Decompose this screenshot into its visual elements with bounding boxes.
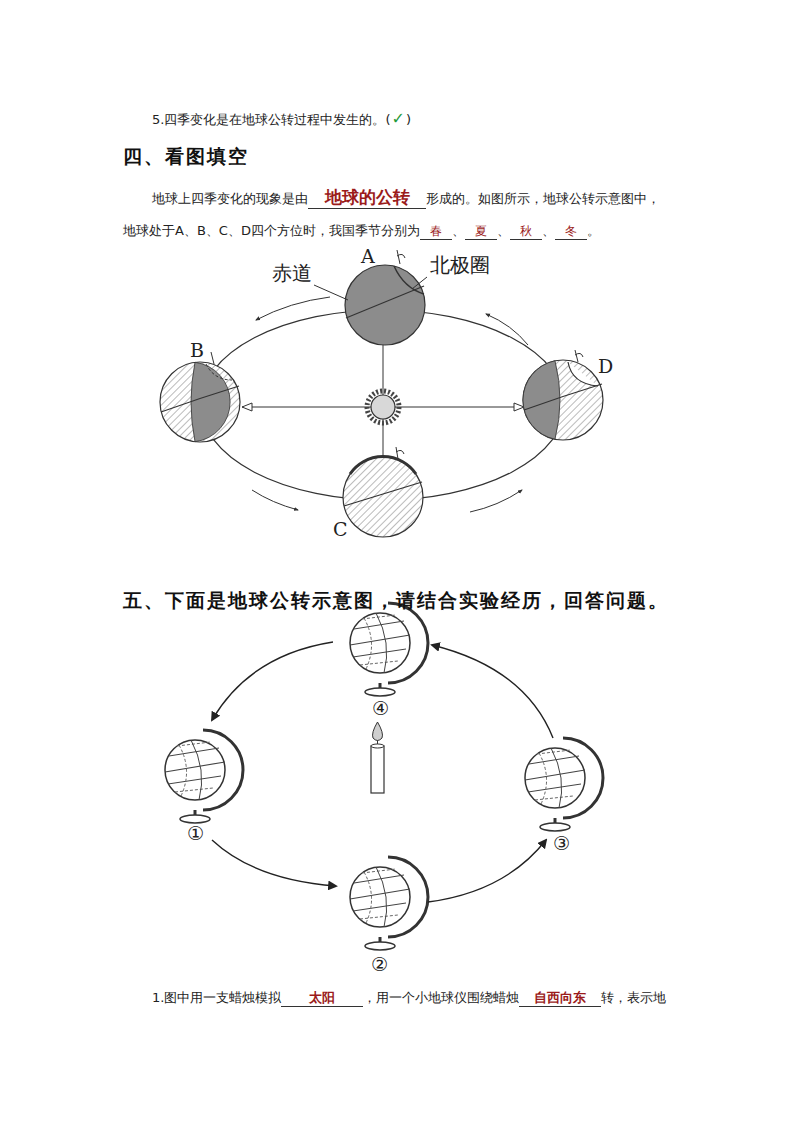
body-text: ) xyxy=(406,112,411,128)
text-line: 五、下面是地球公转示意图，请结合实验经历，回答问题。 xyxy=(123,589,669,613)
section-heading: 五、下面是地球公转示意图，请结合实验经历，回答问题。 xyxy=(123,589,669,613)
body-text: ，用一个小地球仪围绕蜡烛 xyxy=(363,990,519,1006)
text-line: A xyxy=(361,245,375,269)
orbit-diagram xyxy=(160,250,603,537)
position-letter: D xyxy=(598,355,613,379)
callout-number: ④ xyxy=(372,697,389,721)
body-text: 、 xyxy=(542,223,555,239)
text-line: ① xyxy=(187,822,204,846)
position-letter: B xyxy=(190,339,204,363)
answer-blank: 秋 xyxy=(510,224,542,240)
answer-blank: 自西向东 xyxy=(519,990,601,1007)
text-line: 地球上四季变化的现象是由地球的公转形成的。如图所示，地球公转示意图中， xyxy=(152,187,660,209)
section-heading: 四、看图填空 xyxy=(123,145,249,169)
body-text: 地球处于A、B、C、D四个方位时，我国季节分别为 xyxy=(123,223,420,239)
text-line: 赤道 xyxy=(272,261,312,286)
text-line: 四、看图填空 xyxy=(123,145,249,169)
text-line: B xyxy=(190,339,204,363)
callout-number: ① xyxy=(187,822,204,846)
position-letter: C xyxy=(333,518,348,542)
callout-number: ② xyxy=(371,953,388,977)
body-text: 5.四季变化是在地球公转过程中发生的。( xyxy=(152,112,390,128)
answer-fill: 地球的公转 xyxy=(308,187,426,209)
text-line: D xyxy=(598,355,613,379)
body-text: 地球上四季变化的现象是由 xyxy=(152,191,308,207)
body-text: 、 xyxy=(497,223,510,239)
callout-label: 北极圈 xyxy=(430,253,490,278)
callout-number: ③ xyxy=(553,832,570,856)
body-text: 。 xyxy=(587,223,600,239)
body-text: 1.图中用一支蜡烛模拟 xyxy=(152,990,281,1006)
position-letter: A xyxy=(361,245,375,269)
callout-label: 赤道 xyxy=(272,261,312,286)
body-text: 形成的。如图所示，地球公转示意图中， xyxy=(426,191,660,207)
answer-blank: 夏 xyxy=(465,224,497,240)
text-line: ③ xyxy=(553,832,570,856)
text-line: C xyxy=(333,518,348,542)
text-line: 北极圈 xyxy=(430,253,490,278)
answer-blank: 太阳 xyxy=(281,990,363,1007)
body-text: 、 xyxy=(452,223,465,239)
text-line: ④ xyxy=(372,697,389,721)
answer-blank: 冬 xyxy=(555,224,587,240)
check-mark: ✓ xyxy=(390,109,405,129)
text-line: 地球处于A、B、C、D四个方位时，我国季节分别为春、夏、秋、冬。 xyxy=(123,220,600,240)
text-line: 5.四季变化是在地球公转过程中发生的。(✓) xyxy=(152,109,411,129)
text-line: ② xyxy=(371,953,388,977)
answer-blank: 春 xyxy=(420,224,452,240)
text-line: 1.图中用一支蜡烛模拟太阳，用一个小地球仪围绕蜡烛自西向东转，表示地 xyxy=(152,987,666,1007)
candle-orbit-diagram xyxy=(165,603,603,950)
body-text: 转，表示地 xyxy=(601,990,666,1006)
